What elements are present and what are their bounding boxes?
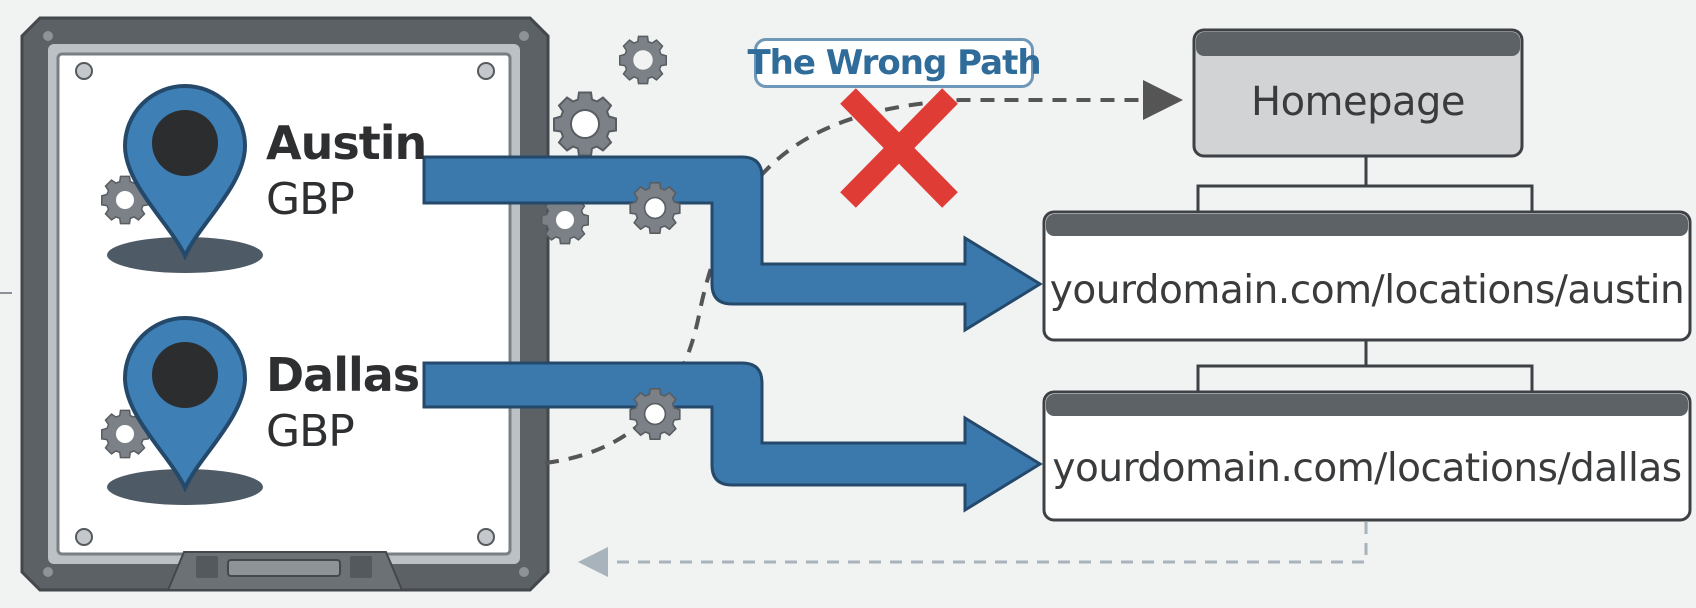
board-block <box>350 556 372 578</box>
gear-icon <box>619 35 667 85</box>
screw-icon <box>75 62 93 80</box>
dallas-page-card <box>1042 390 1692 522</box>
austin-gbp-label: GBP <box>266 174 355 225</box>
dallas-pin-group <box>107 316 263 505</box>
dallas-gbp-label: GBP <box>266 406 355 457</box>
wrong-path-line <box>544 80 1183 465</box>
gear-icon <box>553 91 617 157</box>
gear-icon <box>101 409 149 459</box>
rivet-icon <box>43 567 53 577</box>
gear-icon <box>541 195 589 245</box>
austin-city-label: Austin <box>266 116 427 170</box>
gear-icon <box>629 182 681 234</box>
rivet-icon <box>43 31 53 41</box>
homepage-card <box>1192 28 1524 158</box>
location-board <box>20 16 550 592</box>
gear-icon <box>101 175 149 225</box>
screw-icon <box>477 62 495 80</box>
return-path-line <box>578 522 1368 577</box>
rivet-icon <box>519 31 529 41</box>
homepage-label: Homepage <box>1250 79 1466 125</box>
board-slot <box>227 559 341 577</box>
wrong-path-badge: The Wrong Path <box>747 38 1042 88</box>
austin-flow-arrow <box>422 155 1043 333</box>
dallas-page-url: yourdomain.com/locations/dallas <box>1052 445 1682 491</box>
dallas-flow-arrow <box>422 361 1043 513</box>
cross-icon <box>840 88 958 208</box>
board-block <box>196 556 218 578</box>
austin-pin-group <box>107 84 263 273</box>
dallas-city-label: Dallas <box>266 348 420 402</box>
screw-icon <box>75 528 93 546</box>
rivet-icon <box>519 567 529 577</box>
austin-page-card <box>1042 210 1692 342</box>
austin-page-url: yourdomain.com/locations/austin <box>1049 267 1685 313</box>
screw-icon <box>477 528 495 546</box>
gear-icon <box>629 387 681 441</box>
